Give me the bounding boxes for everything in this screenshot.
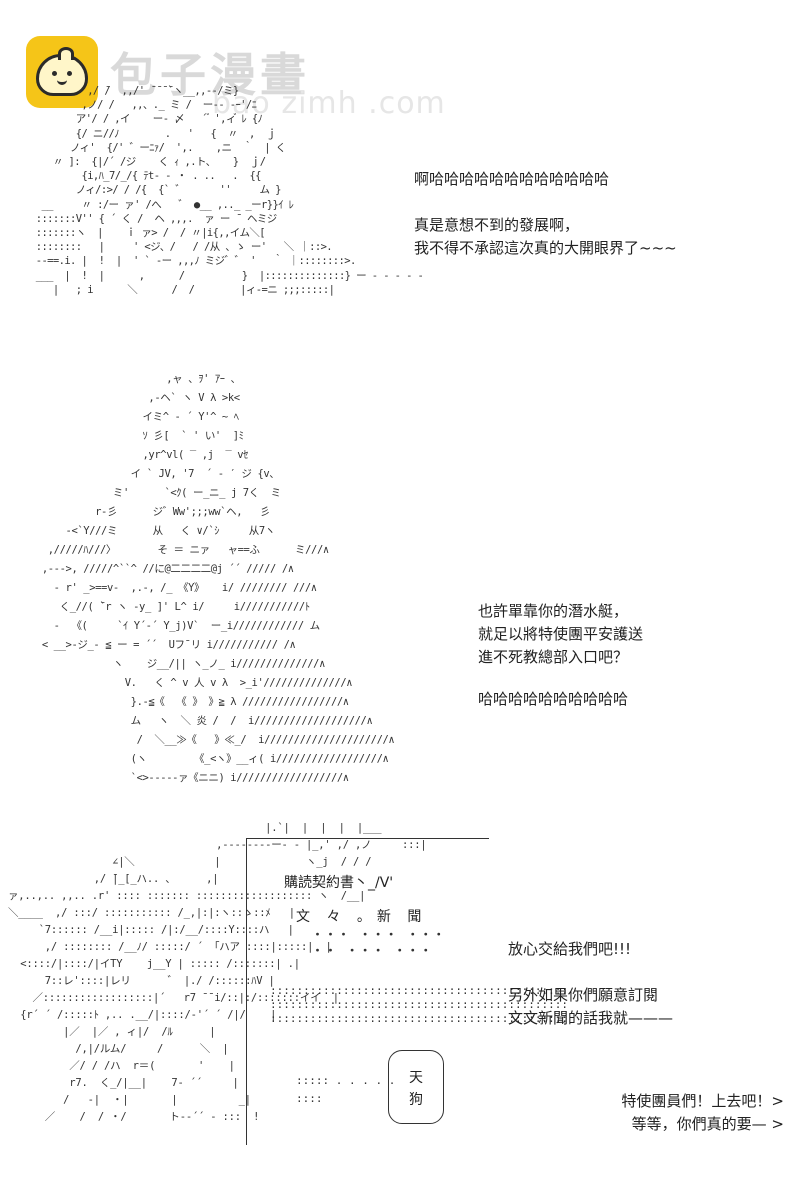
panel3-ascii-art: |.`| | | | |___ ,‐‐‐‐‐‐‐‐ー‐ ‐ |_,' ,/ ,ノ…: [8, 822, 427, 1123]
sign-title: 購読契約書丶_/V': [284, 875, 394, 891]
sign-dots-top: ・・・ ・・・ ・・・ ・・ ・・・ ・・・: [312, 928, 447, 957]
watermark-logo-text: 包子漫畫: [110, 48, 310, 102]
panel2-dialog-laugh: 哈哈哈哈哈哈哈哈哈哈: [478, 690, 629, 708]
watermark-url: bao zimh .com: [212, 86, 446, 121]
panel3-dialog-envoys: 特使團員們！上去吧！> 等等，你們真的要— >: [621, 1092, 784, 1133]
sign-dots-middle: ::::::::::::::::::::::::::::::::::::::::…: [270, 984, 569, 1025]
watermark-logo: 包子漫畫: [26, 36, 310, 108]
panel3-dialog-subscribe: 另外如果你們願意訂閱 文文新聞的話我就———: [508, 986, 674, 1027]
sign-newspaper-name: 文 々 。新 聞: [296, 909, 428, 925]
bun-logo-icon: [26, 36, 98, 108]
tengu-stamp: 天 狗: [388, 1050, 444, 1124]
panel2-ascii-art: ,ャ 、ｦ' ｱｰ 、 ,‐ヘ` ヽ V λ >k< イミ^ ‐ ´ Y'^ ~…: [41, 373, 395, 784]
stamp-char-1: 天: [409, 1070, 423, 1086]
panel1-ascii-art: ,/ ̄/ ,,/' ̄ ̄ ̄ ̄`ヽ__,,--/ミ} ,ノ/ / ,,、.…: [35, 85, 424, 296]
stamp-char-2: 狗: [409, 1092, 423, 1108]
sign-dots-low: ::::: . . . . . ::::: [296, 1074, 396, 1105]
panel1-dialog-remark: 真是意想不到的發展啊， 我不得不承認這次真的大開眼界了~~~: [414, 216, 677, 257]
panel1-dialog-laugh: 啊哈哈哈哈哈哈哈哈哈哈哈哈: [414, 170, 610, 188]
subscription-sign-board: [246, 838, 489, 1145]
panel3-dialog-confident: 放心交給我們吧!!!: [508, 940, 632, 958]
panel2-dialog-submarine: 也許單靠你的潛水艇， 就足以將特使團平安護送 進不死教總部入口吧？: [478, 602, 644, 666]
